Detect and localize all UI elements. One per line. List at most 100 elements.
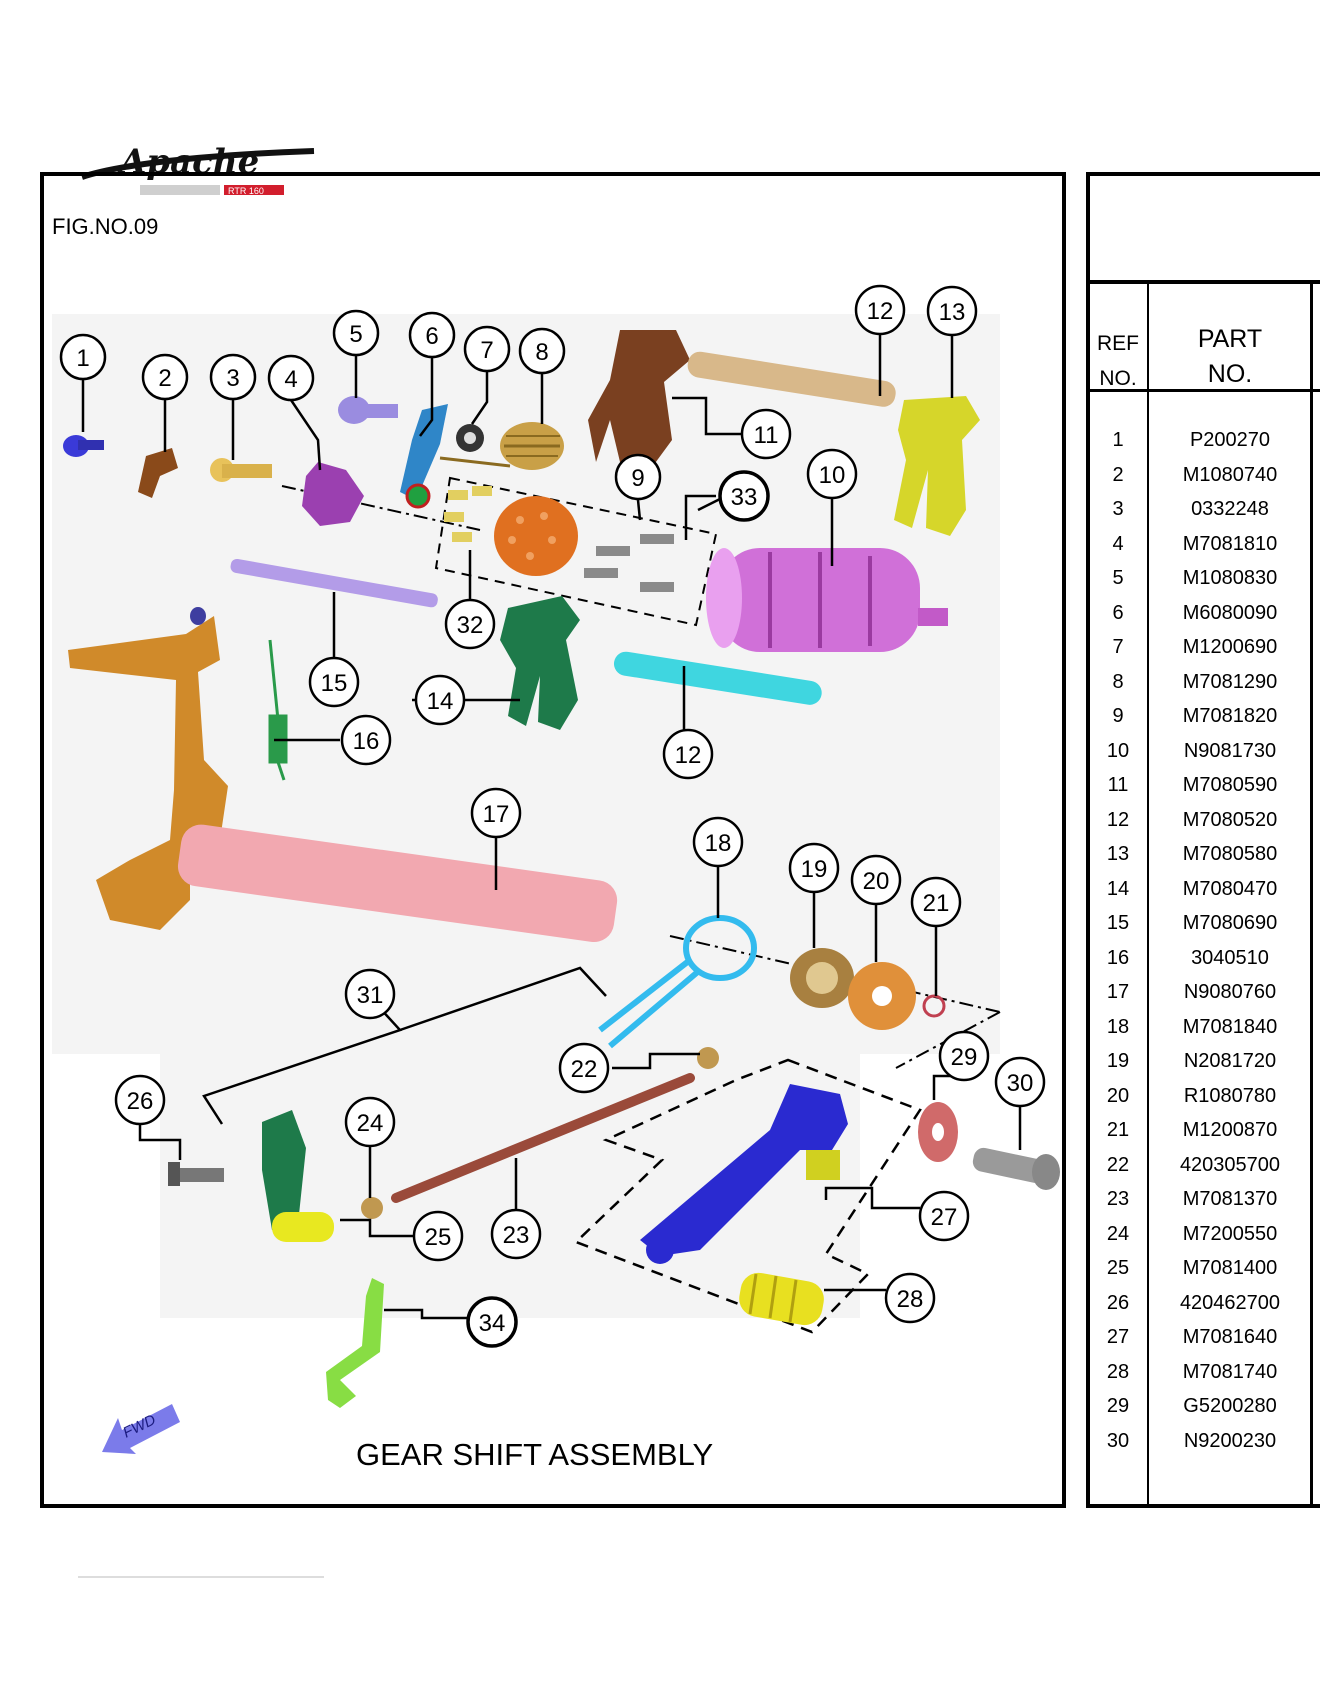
part-12-shaft-top (687, 351, 896, 407)
fwd-arrow-icon: FWD (102, 1404, 180, 1454)
figure-frame (40, 172, 1066, 1508)
svg-text:2: 2 (158, 365, 171, 392)
svg-text:8: 8 (535, 339, 548, 366)
svg-text:13: 13 (939, 299, 966, 326)
part-3-pin (210, 458, 272, 482)
svg-text:29: 29 (951, 1044, 978, 1071)
part-33-pins (584, 534, 674, 592)
part-no-cell: M7081290 (1182, 670, 1278, 693)
part-no-cell: 3040510 (1191, 946, 1269, 969)
callout-20: 20 (850, 854, 902, 906)
ref-no-cell: 28 (1106, 1360, 1130, 1383)
part-6-arm (400, 404, 448, 500)
callout-10: 10 (806, 448, 858, 500)
callout-24: 24 (344, 1096, 396, 1148)
svg-text:9: 9 (631, 465, 644, 492)
callout-21: 21 (910, 876, 962, 928)
figure-title: GEAR SHIFT ASSEMBLY (356, 1437, 714, 1472)
callout-29: 29 (938, 1030, 990, 1082)
part-no-cell: G5200280 (1183, 1395, 1277, 1417)
part-no-cell: M7080470 (1182, 877, 1278, 900)
svg-text:6: 6 (425, 323, 438, 350)
callout-7: 7 (463, 325, 511, 373)
part-no-cell: 420305700 (1179, 1153, 1281, 1176)
svg-text:11: 11 (754, 422, 779, 449)
part-no-cell: M7080580 (1182, 843, 1278, 865)
table-top-rule (1090, 280, 1320, 284)
part-16-spring (268, 639, 288, 781)
part-no-cell: M1080830 (1182, 567, 1278, 589)
svg-text:17: 17 (483, 801, 510, 828)
part-2-lever (138, 448, 178, 498)
table-row: 5 M1080830 (1090, 561, 1310, 595)
callout-34: 34 (466, 1296, 518, 1348)
svg-text:18: 18 (705, 830, 732, 857)
ref-no-cell: 9 (1112, 705, 1124, 727)
svg-text:24: 24 (357, 1110, 384, 1137)
ref-no-cell: 3 (1112, 498, 1124, 520)
svg-text:1: 1 (76, 345, 89, 372)
part-10-drum (706, 548, 948, 652)
callout-8: 8 (518, 327, 566, 375)
part-32-pins (444, 486, 492, 542)
figure-number: FIG.NO.09 (52, 214, 159, 239)
callout-19: 19 (788, 842, 840, 894)
callout-1: 1 (59, 333, 107, 381)
part-no-cell: R1080780 (1183, 1084, 1277, 1107)
svg-text:32: 32 (457, 612, 484, 639)
part-no-cell: M1080740 (1182, 463, 1278, 486)
header-ref-no: REF NO. (1097, 332, 1139, 390)
ref-no-cell: 6 (1112, 601, 1124, 624)
callout-16: 16 (340, 714, 392, 766)
ref-no-cell: 5 (1112, 567, 1124, 589)
svg-text:16: 16 (353, 728, 380, 755)
svg-text:30: 30 (1007, 1070, 1034, 1097)
ref-no-cell: 7 (1112, 636, 1124, 658)
part-no-cell: N9081730 (1183, 739, 1277, 762)
svg-text:28: 28 (897, 1286, 924, 1313)
callout-13: 13 (926, 285, 978, 337)
callout-23: 23 (490, 1208, 542, 1260)
part-no-cell: N9080760 (1183, 981, 1277, 1003)
part-30-bolt (972, 1147, 1060, 1190)
callout-18: 18 (692, 816, 744, 868)
ref-no-cell: 13 (1106, 843, 1130, 865)
callout-15: 15 (308, 656, 360, 708)
part-4-star-plate (302, 462, 364, 526)
part-34-bracket (326, 1278, 384, 1408)
ref-no-cell: 16 (1106, 946, 1130, 969)
part-no-cell: M7080590 (1182, 774, 1278, 796)
part-11-fork (588, 330, 690, 470)
part-no-cell: M1200870 (1182, 1119, 1278, 1141)
svg-text:4: 4 (284, 366, 297, 393)
callout-5: 5 (332, 309, 380, 357)
part-no-cell: M7081810 (1182, 532, 1278, 555)
part-no-cell: M7080520 (1182, 808, 1278, 831)
part-17-shift-shaft (68, 607, 618, 943)
ref-no-cell: 24 (1106, 1222, 1130, 1245)
ref-no-cell: 29 (1106, 1395, 1130, 1417)
svg-text:27: 27 (931, 1204, 958, 1231)
callout-26: 26 (114, 1074, 166, 1126)
part-13-fork (894, 396, 980, 536)
part-no-cell: M7080690 (1182, 912, 1278, 934)
svg-text:21: 21 (923, 890, 950, 917)
part-no-cell: M7081400 (1182, 1257, 1278, 1279)
callout-25: 25 (412, 1210, 464, 1262)
svg-text:20: 20 (863, 868, 890, 895)
ref-no-cell: 22 (1106, 1153, 1130, 1176)
ref-no-cell: 10 (1106, 739, 1130, 762)
svg-text:12: 12 (675, 742, 702, 769)
